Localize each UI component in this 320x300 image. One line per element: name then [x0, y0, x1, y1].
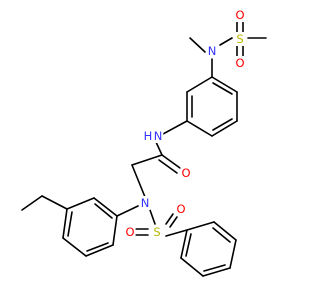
atom-n-sulfonamide: N [141, 196, 150, 210]
atom-o-bottom-1: O [125, 225, 134, 239]
bond-n-s-top [219, 37, 233, 46]
atom-o-top-1: O [235, 8, 244, 22]
ring-b-3 [62, 237, 87, 257]
atom-o-bottom-2: O [176, 202, 185, 216]
atom-label-bg [124, 225, 136, 239]
bond-ring-ethyl [41, 195, 68, 210]
bond-ethyl-methyl [21, 195, 43, 211]
ring-c-1 [186, 221, 215, 231]
bond-ch2-n [131, 164, 146, 198]
ring-c-inner-1 [212, 227, 231, 243]
atom-s-bottom: S [153, 225, 160, 239]
bond-ring-nh [162, 120, 188, 135]
atom-n-top: N [208, 44, 217, 58]
ring-a-1 [211, 76, 238, 93]
ring-a-inner-2 [212, 118, 233, 131]
atom-o-top-2: O [235, 56, 244, 70]
ring-c-4 [202, 267, 231, 277]
bond-c-o-a [161, 154, 181, 169]
bond-c-o-b [158, 159, 178, 174]
ring-a-4 [186, 120, 213, 137]
ring-c-inner-2 [203, 264, 226, 272]
molecule-diagram: S O O N N H O N S O O [21, 8, 267, 277]
bond-s-o-bot-2a [165, 213, 174, 225]
ring-b-inner-3 [94, 203, 113, 219]
atom-label-bg [234, 8, 246, 22]
ring-b-2 [85, 244, 114, 257]
ring-c-2 [213, 221, 237, 241]
ring-b-inner-1 [86, 242, 109, 252]
bonds [21, 20, 267, 277]
atom-label-bg [139, 196, 151, 210]
structure-svg: S O O N N H O N S O O [21, 8, 267, 277]
atom-label-bg [234, 56, 246, 70]
bond-s-phenyl [165, 229, 188, 237]
bond-n-ring-left [116, 205, 139, 217]
ring-c-6 [180, 229, 188, 259]
atom-label-bg [152, 129, 164, 143]
ring-c-3 [229, 239, 237, 269]
ring-a-inner-1 [212, 82, 233, 95]
atom-label-bg [152, 225, 162, 239]
atom-label-bg [235, 32, 245, 46]
bond-methyl-n-top [189, 37, 206, 53]
atom-label-bg [180, 166, 192, 180]
bond-s-o-bot-2b [169, 216, 178, 228]
ring-c-5 [180, 257, 204, 277]
ring-b-5 [66, 197, 95, 210]
ring-b-4 [62, 208, 68, 239]
atom-n-amide: N [154, 129, 163, 143]
bond-n-s-bottom [149, 209, 156, 225]
atom-label-bg [175, 202, 187, 216]
ring-b-inner-2 [67, 211, 73, 237]
atom-h-amide: H [144, 129, 153, 143]
bond-nh-c [155, 141, 163, 156]
ring-b-1 [112, 215, 118, 246]
atom-s-top: S [236, 32, 243, 46]
atom-label-bg [206, 44, 218, 58]
atom-label-backgrounds [124, 8, 246, 239]
atom-labels: S O O N N H O N S O O [125, 8, 244, 239]
atom-label-bg [142, 129, 154, 143]
ring-a-6 [186, 76, 213, 93]
ring-b-6 [93, 197, 118, 217]
atom-o-carbonyl: O [181, 166, 190, 180]
bond-c-ch2 [131, 154, 163, 166]
ring-a-3 [211, 120, 238, 137]
ring-c-inner-3 [185, 233, 192, 257]
